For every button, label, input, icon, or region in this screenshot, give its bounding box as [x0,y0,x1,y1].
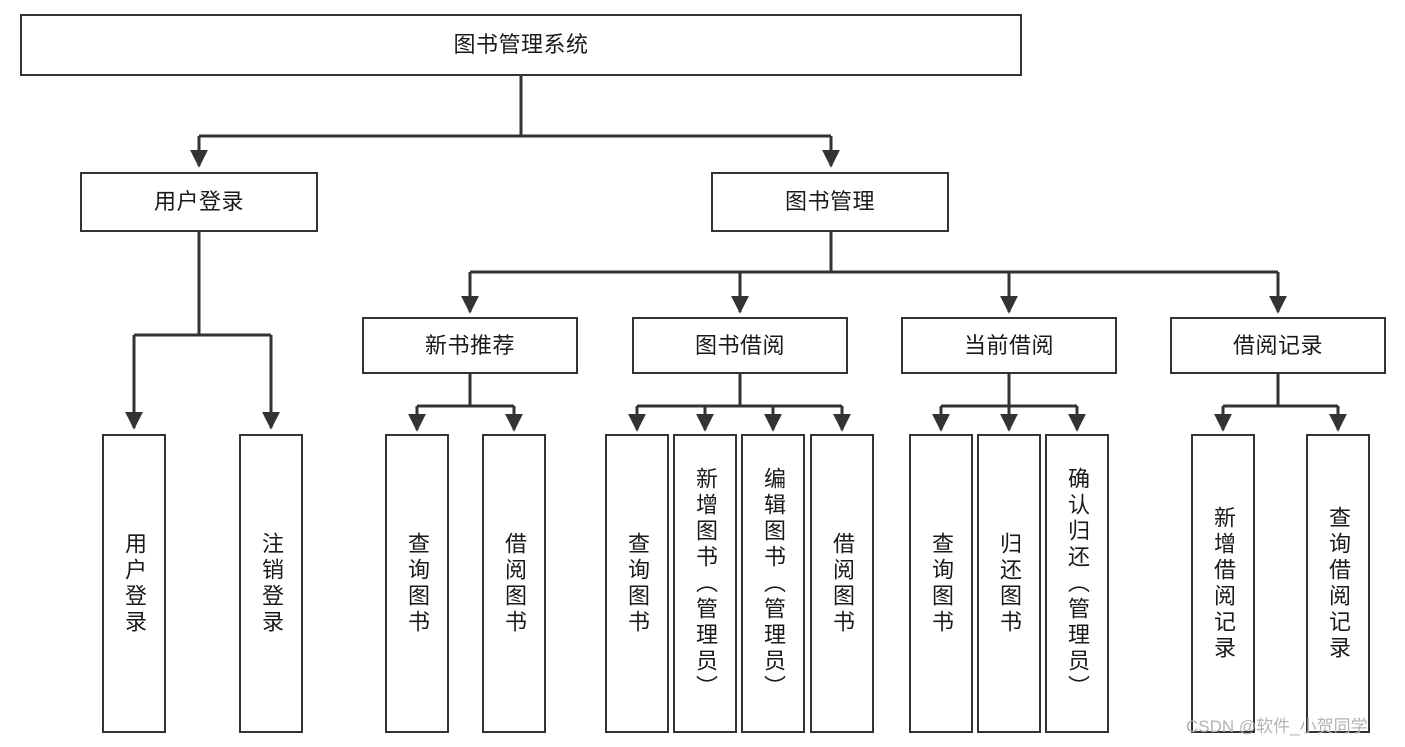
node-leaf-confirm-return-label: 确认归还（管理员） [1065,466,1090,701]
node-book-borrow[interactable]: 图书借阅 [632,317,848,374]
node-root-label: 图书管理系统 [453,32,589,58]
node-leaf-add-record[interactable]: 新增借阅记录 [1191,434,1255,733]
csdn-watermark: CSDN @软件_小贺同学 [1186,717,1368,736]
node-leaf-query-record-label: 查询借阅记录 [1326,505,1351,662]
node-leaf-query-record[interactable]: 查询借阅记录 [1306,434,1370,733]
node-leaf-borrow-book-2-label: 借阅图书 [830,531,855,636]
node-leaf-borrow-book-1-label: 借阅图书 [502,531,527,636]
node-root[interactable]: 图书管理系统 [20,14,1022,76]
node-leaf-user-login[interactable]: 用户登录 [102,434,166,733]
node-leaf-logout[interactable]: 注销登录 [239,434,303,733]
node-leaf-edit-book-label: 编辑图书（管理员） [761,466,786,701]
node-leaf-borrow-book-1[interactable]: 借阅图书 [482,434,546,733]
node-current-borrow[interactable]: 当前借阅 [901,317,1117,374]
node-new-book-recommend-label: 新书推荐 [424,332,515,358]
node-leaf-query-book-1-label: 查询图书 [405,531,430,636]
node-user-login-label: 用户登录 [153,189,244,215]
node-leaf-logout-label: 注销登录 [259,531,284,636]
node-borrow-record-label: 借阅记录 [1232,332,1323,358]
node-leaf-query-book-3-label: 查询图书 [929,531,954,636]
node-book-manage-label: 图书管理 [784,189,875,215]
node-leaf-confirm-return[interactable]: 确认归还（管理员） [1045,434,1109,733]
node-leaf-query-book-3[interactable]: 查询图书 [909,434,973,733]
node-leaf-return-book-label: 归还图书 [997,531,1022,636]
node-book-borrow-label: 图书借阅 [694,332,785,358]
node-leaf-return-book[interactable]: 归还图书 [977,434,1041,733]
node-leaf-borrow-book-2[interactable]: 借阅图书 [810,434,874,733]
node-leaf-query-book-2[interactable]: 查询图书 [605,434,669,733]
node-leaf-add-record-label: 新增借阅记录 [1211,505,1236,662]
node-leaf-query-book-2-label: 查询图书 [625,531,650,636]
node-current-borrow-label: 当前借阅 [963,332,1054,358]
node-leaf-add-book-label: 新增图书（管理员） [693,466,718,701]
node-book-manage[interactable]: 图书管理 [711,172,949,232]
node-leaf-user-login-label: 用户登录 [122,531,147,636]
node-leaf-query-book-1[interactable]: 查询图书 [385,434,449,733]
node-leaf-edit-book[interactable]: 编辑图书（管理员） [741,434,805,733]
node-borrow-record[interactable]: 借阅记录 [1170,317,1386,374]
node-leaf-add-book[interactable]: 新增图书（管理员） [673,434,737,733]
node-user-login[interactable]: 用户登录 [80,172,318,232]
node-new-book-recommend[interactable]: 新书推荐 [362,317,578,374]
